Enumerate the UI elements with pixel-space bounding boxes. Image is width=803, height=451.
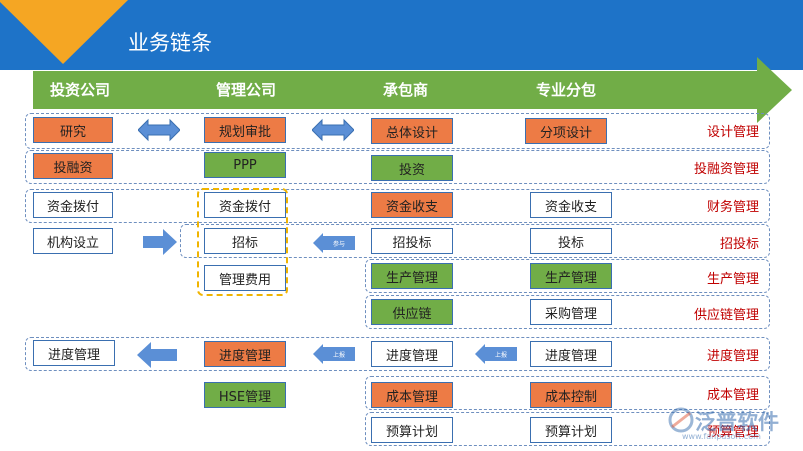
flow-arrow-band (33, 57, 792, 123)
row-frame-progress (25, 337, 770, 371)
box-supply-chain[interactable]: 供应链 (371, 299, 453, 325)
box-fund-flow-subcontractor[interactable]: 资金收支 (530, 192, 612, 218)
box-procurement[interactable]: 采购管理 (530, 299, 612, 325)
watermark-logo-icon (668, 407, 694, 433)
column-header-investment: 投资公司 (50, 81, 111, 99)
box-progress-investor[interactable]: 进度管理 (33, 340, 115, 366)
box-budget-subcontractor[interactable]: 预算计划 (530, 417, 612, 443)
participate-arrow-label: 参与 (333, 240, 345, 248)
right-arrow-icon (143, 229, 177, 255)
double-arrow-icon (138, 118, 180, 142)
box-management-fee[interactable]: 管理费用 (204, 265, 286, 291)
double-arrow-icon (312, 118, 354, 142)
box-fund-allocation-manager[interactable]: 资金拨付 (204, 192, 286, 218)
report-arrow-icon: 上报 (313, 344, 355, 364)
box-planning-approval[interactable]: 规划审批 (204, 117, 286, 143)
participate-arrow-icon: 参与 (313, 233, 355, 253)
row-frame-production (365, 259, 770, 293)
header-bar (0, 0, 803, 70)
column-header-management: 管理公司 (216, 81, 277, 99)
box-item-design[interactable]: 分项设计 (525, 118, 607, 144)
report-arrow-label: 上报 (495, 351, 507, 359)
row-label-bidding: 招投标 (719, 237, 759, 252)
box-progress-subcontractor[interactable]: 进度管理 (530, 341, 612, 367)
box-ppp[interactable]: PPP (204, 152, 286, 178)
box-org-setup[interactable]: 机构设立 (33, 228, 113, 254)
box-production-contractor[interactable]: 生产管理 (371, 263, 453, 289)
box-cost-contractor[interactable]: 成本管理 (371, 382, 453, 408)
box-progress-contractor[interactable]: 进度管理 (371, 341, 453, 367)
box-production-subcontractor[interactable]: 生产管理 (530, 263, 612, 289)
row-frame-design (25, 113, 770, 149)
row-label-design: 设计管理 (706, 125, 759, 140)
box-bidding[interactable]: 招投标 (371, 228, 453, 254)
row-label-financing: 投融资管理 (693, 162, 759, 177)
management-highlight-frame (197, 188, 288, 296)
box-bid[interactable]: 投标 (530, 228, 612, 254)
box-investment-financing[interactable]: 投融资 (33, 153, 113, 179)
box-fund-flow-contractor[interactable]: 资金收支 (371, 192, 453, 218)
row-label-supply: 供应链管理 (693, 308, 759, 323)
row-frame-budget (365, 412, 770, 446)
row-frame-finance (25, 189, 770, 223)
box-fund-allocation-investor[interactable]: 资金拨付 (33, 192, 113, 218)
header-accent-triangle (0, 0, 128, 64)
box-cost-control[interactable]: 成本控制 (530, 382, 612, 408)
report-arrow-label: 上报 (333, 351, 345, 359)
box-hse[interactable]: HSE管理 (204, 382, 286, 408)
row-label-progress: 进度管理 (706, 349, 759, 364)
box-budget-contractor[interactable]: 预算计划 (371, 417, 453, 443)
row-frame-finance-invest (25, 150, 770, 184)
column-header-subcontractor: 专业分包 (536, 81, 597, 99)
box-tender[interactable]: 招标 (204, 228, 286, 254)
box-research[interactable]: 研究 (33, 117, 113, 143)
row-label-finance: 财务管理 (706, 200, 759, 215)
watermark-url: www.fanpusoft.com (682, 432, 761, 441)
watermark-text: 泛普软件 (695, 410, 779, 434)
row-label-cost: 成本管理 (706, 388, 759, 403)
report-arrow-icon: 上报 (475, 344, 517, 364)
row-frame-cost (365, 376, 770, 410)
box-invest[interactable]: 投资 (371, 155, 453, 181)
column-header-contractor: 承包商 (383, 81, 429, 99)
box-overall-design[interactable]: 总体设计 (371, 118, 453, 144)
row-label-budget: 预算管理 (706, 425, 759, 440)
left-arrow-icon (137, 342, 177, 368)
row-label-production: 生产管理 (706, 272, 759, 287)
row-frame-supply (365, 295, 770, 329)
page-title: 业务链条 (128, 31, 212, 55)
row-frame-bidding (180, 224, 770, 258)
box-progress-manager[interactable]: 进度管理 (204, 341, 286, 367)
